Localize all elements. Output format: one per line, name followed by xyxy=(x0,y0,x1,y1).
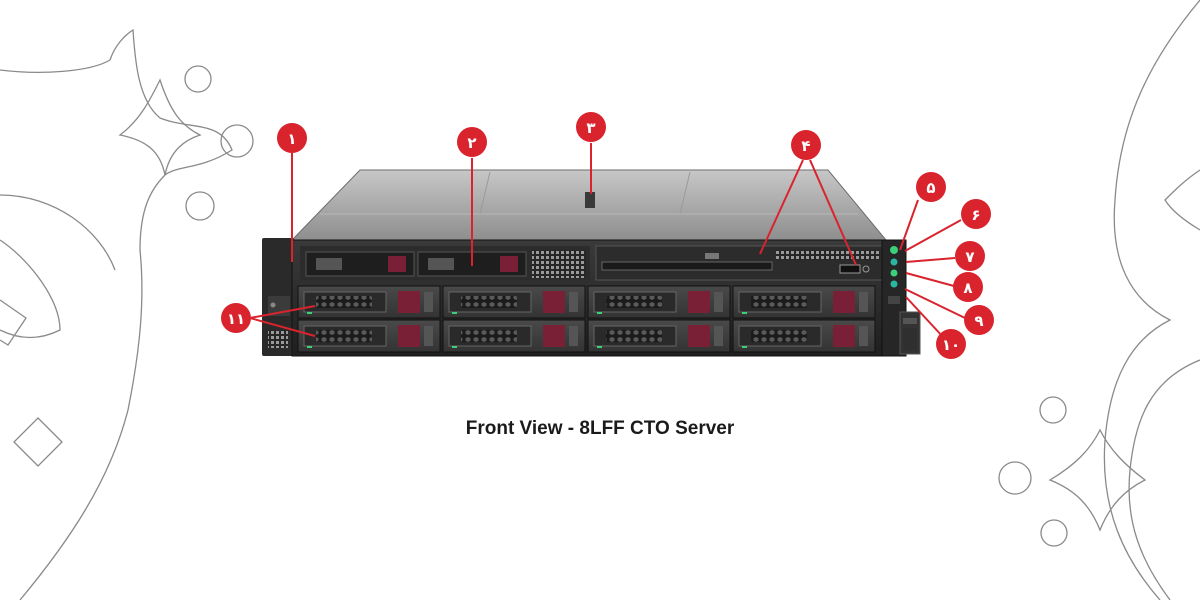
lff-drive-bay[interactable] xyxy=(442,319,586,353)
callout-marker-5: ۵ xyxy=(916,172,946,202)
front-upper-section xyxy=(300,245,883,281)
callout-number: ۱۱ xyxy=(227,310,245,328)
callout-marker-1: ۱ xyxy=(277,123,307,153)
power-button-icon xyxy=(890,246,898,254)
drive-release-latch[interactable] xyxy=(688,291,710,313)
front-usb-vent xyxy=(776,250,880,260)
callout-number: ۹ xyxy=(974,312,983,330)
callout-marker-3: ۳ xyxy=(576,112,606,142)
drive-release-latch[interactable] xyxy=(543,291,565,313)
drive-release-latch[interactable] xyxy=(688,325,710,347)
callout-number: ۶ xyxy=(971,206,980,224)
callout-markers: ۱ ۲ ۳ ۴ ۵ ۶ ۷ ۸۹ ۱۰ ۱۱ xyxy=(221,112,994,359)
front-vent xyxy=(532,250,586,278)
drive-release-latch[interactable] xyxy=(398,325,420,347)
callout-number: ۸ xyxy=(963,279,972,297)
usb-port xyxy=(839,264,861,274)
lff-drive-bays xyxy=(297,285,876,353)
left-diamond-ornament xyxy=(13,417,63,467)
callout-marker-10: ۱۰ xyxy=(936,329,966,359)
callout-number: ۵ xyxy=(926,179,935,197)
lff-drive-bay[interactable] xyxy=(732,285,876,319)
nic-led-icon xyxy=(890,280,898,288)
lff-drive-bay[interactable] xyxy=(442,285,586,319)
callout-number: ۱ xyxy=(287,130,296,148)
lff-drive-bay[interactable] xyxy=(587,285,731,319)
callout-marker-2: ۲ xyxy=(457,127,487,157)
top-cover-latch xyxy=(585,192,595,208)
figure-caption: Front View - 8LFF CTO Server xyxy=(465,418,735,439)
left-petal-ornament xyxy=(0,28,233,600)
callout-marker-7: ۷ xyxy=(955,241,985,271)
drive-release-latch[interactable] xyxy=(543,325,565,347)
callout-number: ۳ xyxy=(586,119,595,137)
right-control-panel xyxy=(881,239,921,357)
callout-marker-9: ۹ xyxy=(964,305,994,335)
lff-drive-bay[interactable] xyxy=(587,319,731,353)
callout-number: ۴ xyxy=(801,137,810,155)
callout-number: ۷ xyxy=(965,248,974,266)
callout-marker-6: ۶ xyxy=(961,199,991,229)
callout-number: ۲ xyxy=(467,134,476,152)
lff-drive-bay[interactable] xyxy=(297,285,441,319)
service-port xyxy=(888,296,900,304)
health-led-icon xyxy=(890,269,898,277)
callout-marker-11: ۱۱ xyxy=(221,303,251,333)
lff-drive-bay[interactable] xyxy=(297,319,441,353)
callout-marker-4: ۴ xyxy=(791,130,821,160)
callout-marker-8: ۸ xyxy=(953,272,983,302)
drive-release-latch[interactable] xyxy=(398,291,420,313)
right-petal-ornament xyxy=(1103,0,1200,600)
callout-number: ۱۰ xyxy=(942,336,960,354)
callout-lines xyxy=(249,143,966,339)
uid-button-icon xyxy=(890,258,898,266)
lff-drive-bay[interactable] xyxy=(732,319,876,353)
drive-release-latch[interactable] xyxy=(833,325,855,347)
drive-release-latch[interactable] xyxy=(833,291,855,313)
left-rack-ear xyxy=(262,238,294,356)
server-top-cover xyxy=(290,169,888,241)
